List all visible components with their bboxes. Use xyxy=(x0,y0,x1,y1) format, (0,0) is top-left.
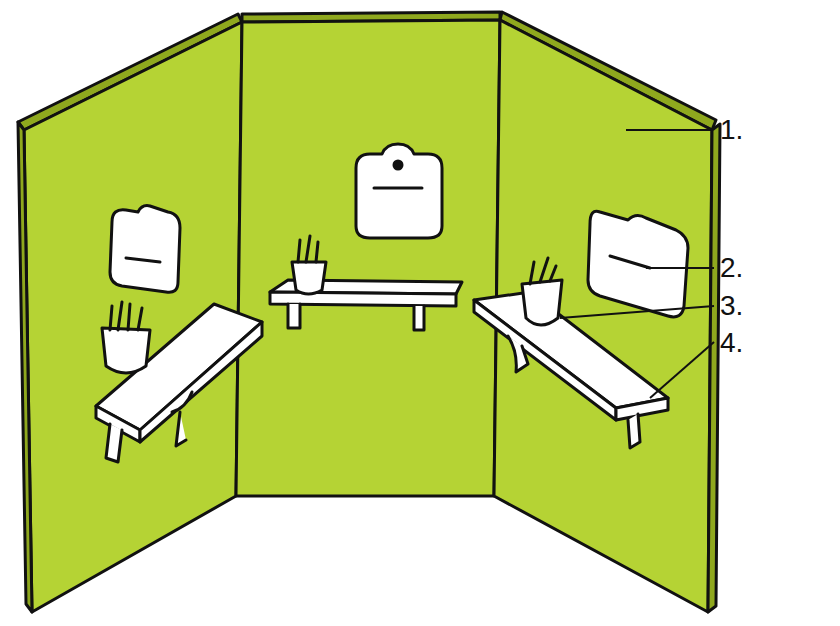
callout-number: 4. xyxy=(720,328,743,358)
pencil-cup xyxy=(522,258,562,325)
leader-line xyxy=(646,267,714,269)
plaque xyxy=(588,211,688,317)
pencil-cup xyxy=(102,302,150,373)
middle-panel xyxy=(236,20,500,496)
leader-line xyxy=(560,306,714,318)
leader-lines xyxy=(560,130,714,398)
callout-number: 1. xyxy=(720,115,743,145)
pencil-cup xyxy=(292,236,326,294)
leader-line xyxy=(650,342,714,398)
callout-number: 3. xyxy=(720,291,743,321)
shelf xyxy=(96,304,262,462)
plaque xyxy=(356,144,442,238)
right-panel xyxy=(494,20,712,612)
shelf xyxy=(474,292,668,448)
board-edge xyxy=(18,122,32,612)
plaque xyxy=(110,206,180,293)
leader-line xyxy=(626,129,712,131)
board-edge xyxy=(708,124,720,612)
callout-number: 2. xyxy=(720,253,743,283)
